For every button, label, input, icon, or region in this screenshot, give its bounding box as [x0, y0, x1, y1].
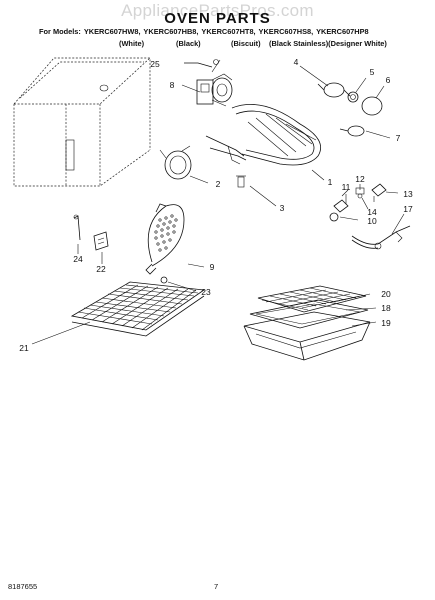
callout: 3 — [280, 203, 285, 213]
fan-blade — [145, 203, 185, 284]
model-number: YKERC607HT8, — [201, 27, 256, 36]
callout: 10 — [367, 216, 377, 226]
temperature-sensor — [351, 225, 411, 250]
color-label: (Biscuit) — [231, 39, 261, 48]
callout: 8 — [170, 80, 175, 90]
callout: 4 — [294, 57, 299, 67]
oven-light-assembly — [317, 82, 383, 137]
callout: 19 — [381, 318, 391, 328]
callout: 24 — [73, 254, 83, 264]
models-line: For Models: YKERC607HW8, YKERC607HB8, YK… — [39, 27, 370, 36]
callout: 25 — [150, 59, 160, 69]
callout: 14 — [367, 207, 377, 217]
callout: 2 — [216, 179, 221, 189]
model-number: YKERC607HS8, — [258, 27, 314, 36]
color-label: (Black Stainless)(Designer White) — [269, 39, 387, 48]
callout: 11 — [342, 182, 351, 192]
callout: 23 — [201, 287, 211, 297]
convection-motor — [184, 59, 233, 107]
fan-shroud — [159, 145, 192, 180]
oven-cavity — [13, 57, 151, 187]
callout: 17 — [403, 204, 413, 214]
document-number: 8187655 — [8, 582, 38, 591]
models-prefix: For Models: — [39, 27, 81, 36]
callout: 9 — [210, 262, 215, 272]
watermark: AppliancePartsPros.com — [121, 1, 314, 20]
broiler-pan-set — [243, 285, 371, 361]
door-switch-parts — [73, 214, 109, 251]
callout: 18 — [381, 303, 391, 313]
callout: 7 — [396, 133, 401, 143]
color-label: (Black) — [176, 39, 201, 48]
callout: 1 — [328, 177, 333, 187]
callout: 12 — [355, 174, 365, 184]
callout: 13 — [403, 189, 413, 199]
convection-element — [205, 104, 322, 166]
screw-part — [236, 175, 246, 188]
sensor-clips — [329, 183, 387, 222]
leader-lines — [31, 65, 405, 345]
page-title: OVEN PARTS — [164, 10, 271, 27]
callout: 21 — [19, 343, 29, 353]
callout: 6 — [386, 75, 391, 85]
callout-labels: 1 2 3 4 5 6 7 8 9 10 11 12 13 14 17 18 1… — [19, 57, 413, 353]
page-number: 7 — [214, 582, 219, 591]
callout: 5 — [370, 67, 375, 77]
callout: 20 — [381, 289, 391, 299]
model-number: YKERC607HB8, — [143, 27, 199, 36]
model-number: YKERC607HW8, — [83, 27, 141, 36]
callout: 22 — [96, 264, 106, 274]
color-label: (White) — [119, 39, 145, 48]
oven-rack — [70, 281, 206, 337]
model-number: YKERC607HP8 — [316, 27, 369, 36]
